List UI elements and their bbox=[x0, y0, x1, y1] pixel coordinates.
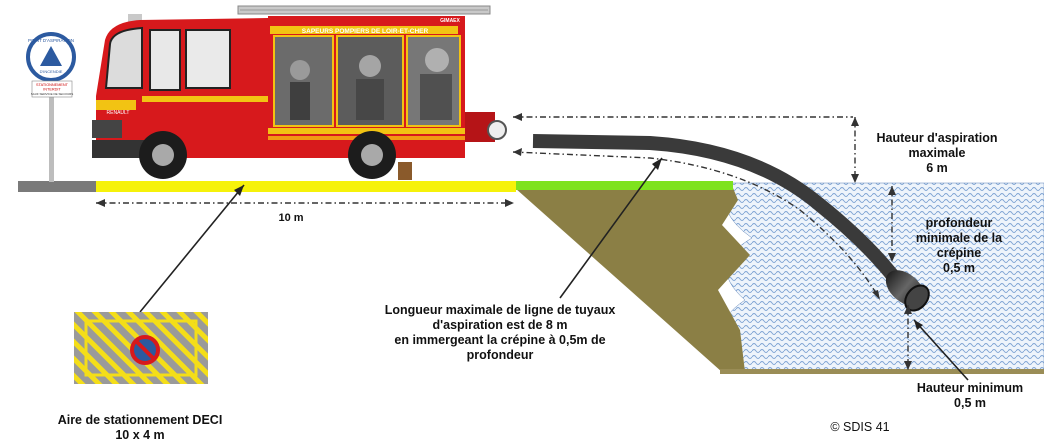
strainer-depth-line-4: 0,5 m bbox=[943, 261, 975, 275]
truck-brand: RENAULT bbox=[107, 110, 130, 116]
suction-hose bbox=[532, 134, 906, 290]
parking-area-pointer bbox=[139, 184, 245, 313]
parking-area-line-1: Aire de stationnement DECI bbox=[57, 413, 223, 427]
hose-length-line-2: d'aspiration est de 8 m bbox=[432, 318, 568, 332]
water-body bbox=[719, 182, 1044, 373]
sign-plate-2: INTERDIT bbox=[43, 88, 61, 92]
fire-truck: SAPEURS POMPIERS DE LOIR-ET-CHER GIMAEX … bbox=[92, 5, 507, 180]
max-suction-line-1: Hauteur d'aspiration bbox=[876, 131, 998, 145]
strainer-depth-line-2: minimale de la bbox=[915, 231, 1003, 245]
hose-length-label: Longueur maximale de ligne de tuyaux d'a… bbox=[350, 303, 650, 363]
suction-point-sign: POINT D'ASPIRATION D'INCENDIE STATIONNEM… bbox=[26, 32, 76, 182]
strainer-depth-label: profondeur minimale de la crépine 0,5 m bbox=[900, 216, 1018, 276]
min-height-line-2: 0,5 m bbox=[954, 396, 986, 410]
earth-slope-cut bbox=[515, 188, 722, 372]
hose-length-line-4: profondeur bbox=[466, 348, 534, 362]
hose-length-guide bbox=[512, 151, 881, 301]
min-height-pointer bbox=[913, 319, 969, 381]
truck-maker: GIMAEX bbox=[440, 18, 460, 24]
sign-title-1: POINT D'ASPIRATION bbox=[28, 38, 74, 43]
strainer-depth-line-3: crépine bbox=[936, 246, 982, 260]
parking-area-illustration bbox=[74, 312, 208, 384]
min-height-line-1: Hauteur minimum bbox=[916, 381, 1024, 395]
hose-length-line-1: Longueur maximale de ligne de tuyaux bbox=[384, 303, 616, 317]
strainer-depth-line-1: profondeur bbox=[925, 216, 993, 230]
parking-area-line-2: 10 x 4 m bbox=[115, 428, 165, 442]
parking-area-label: Aire de stationnement DECI 10 x 4 m bbox=[30, 413, 250, 443]
sign-title-2: D'INCENDIE bbox=[40, 69, 63, 74]
sign-plate-1: STATIONNEMENT bbox=[36, 83, 69, 87]
sign-plate-3: SAUF SERVICE DE SECOURS bbox=[31, 92, 74, 96]
min-height-label: Hauteur minimum 0,5 m bbox=[905, 381, 1035, 411]
road-gray bbox=[18, 181, 96, 192]
max-suction-height-label: Hauteur d'aspiration maximale 6 m bbox=[862, 131, 1012, 176]
hose-length-line-3: en immergeant la crépine à 0,5m de bbox=[394, 333, 606, 347]
truck-body-text: SAPEURS POMPIERS DE LOIR-ET-CHER bbox=[302, 28, 429, 35]
grass-strip bbox=[516, 181, 733, 190]
parking-length-label: 10 m bbox=[278, 212, 303, 224]
water-floor bbox=[720, 369, 1044, 374]
max-suction-line-2: maximale bbox=[908, 146, 966, 160]
max-suction-line-3: 6 m bbox=[926, 161, 948, 175]
hose-pointer bbox=[559, 157, 663, 299]
copyright: © SDIS 41 bbox=[830, 420, 890, 434]
strainer bbox=[885, 270, 930, 312]
parking-strip bbox=[96, 181, 516, 192]
